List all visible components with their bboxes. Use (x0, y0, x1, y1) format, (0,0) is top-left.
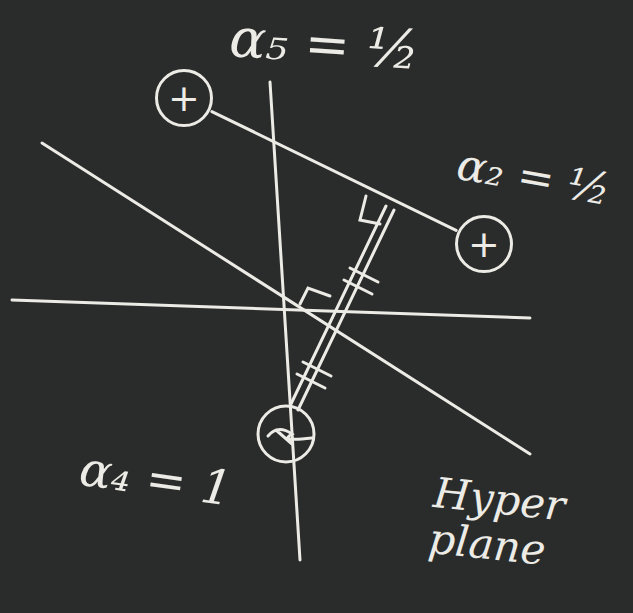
hatch-mark (297, 374, 325, 388)
hyperplane-label: Hyper plane (426, 470, 615, 581)
margin-line (290, 206, 386, 406)
connecting-line (212, 112, 456, 231)
alpha-label: α₂ = ½ (453, 138, 614, 215)
hatch-mark (344, 280, 372, 294)
margin-line (298, 210, 394, 410)
plus-sign: + (468, 225, 500, 263)
support-vector-circle (258, 406, 314, 462)
right-angle-mark (360, 196, 380, 224)
hatch-mark (350, 268, 378, 282)
chalk-scribble (268, 429, 312, 444)
hatch-mark (303, 362, 331, 376)
point-circle: + (155, 69, 213, 127)
horizontal-axis (12, 300, 530, 318)
plus-sign: + (168, 79, 200, 117)
alpha-label: α₄ = 1 (76, 440, 235, 517)
point-circle: + (455, 215, 513, 273)
alpha-label: α₅ = ½ (228, 6, 422, 82)
right-angle-mark (300, 288, 330, 304)
